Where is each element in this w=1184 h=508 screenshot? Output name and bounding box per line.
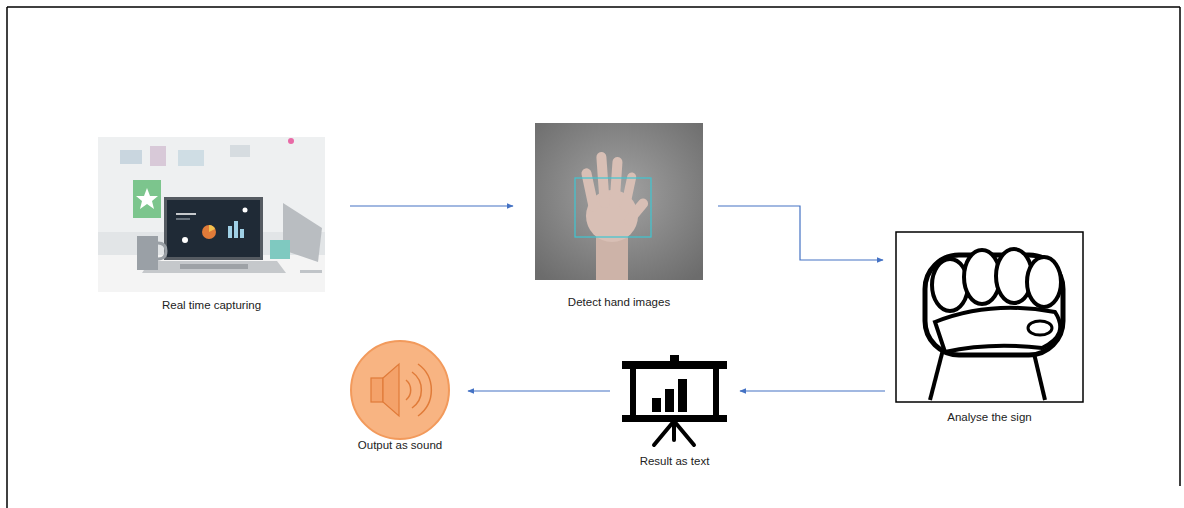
image-node: Analyse the sign [896, 232, 1083, 424]
node-caption: Result as text [617, 454, 732, 468]
frame [7, 7, 1180, 508]
image-node: Result as text [617, 358, 732, 468]
node-caption: Detect hand images [535, 295, 703, 309]
node-caption: Output as sound [340, 438, 460, 452]
flow-arrow [718, 206, 883, 260]
fist-drawing [896, 232, 1083, 402]
flow-arrow [740, 390, 885, 391]
presentation-icon [622, 355, 727, 445]
node-caption: Analyse the sign [896, 410, 1083, 424]
flow-arrow [468, 390, 610, 391]
image-node: Real time capturing [98, 137, 325, 312]
laptop-photo [98, 137, 325, 292]
speaker-icon [351, 341, 449, 439]
hand-photo [535, 123, 703, 280]
flow-arrow [350, 205, 513, 206]
image-node: Output as sound [340, 340, 460, 452]
image-node: Detect hand images [535, 123, 703, 309]
node-caption: Real time capturing [98, 298, 325, 312]
